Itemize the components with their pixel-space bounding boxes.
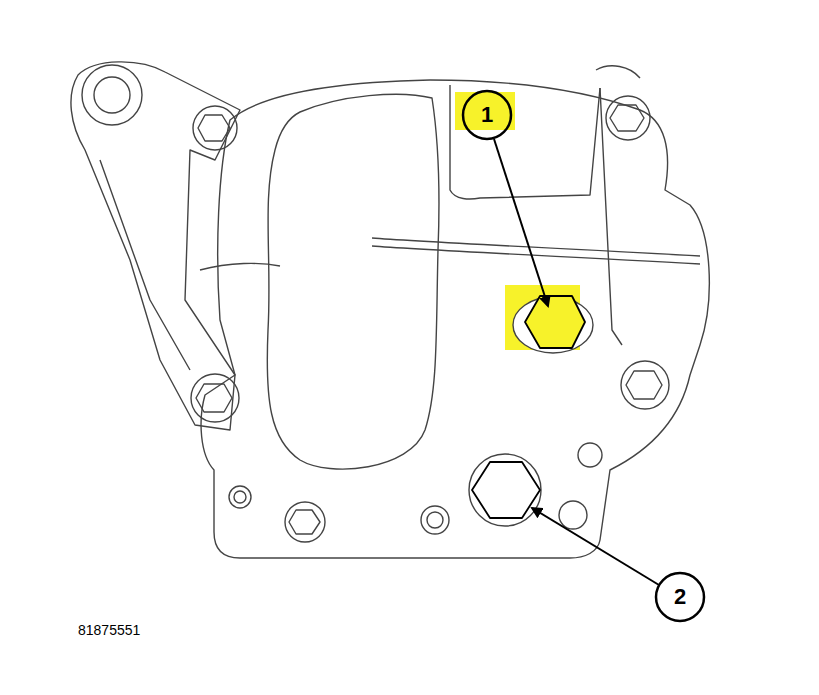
drain-plug: [472, 462, 540, 518]
bolt: [606, 96, 650, 140]
hole: [427, 512, 443, 528]
hole: [234, 491, 246, 503]
bolt: [621, 361, 669, 409]
fill-neck: [450, 85, 600, 199]
housing-edge: [600, 88, 622, 345]
bolt: [285, 502, 325, 542]
leader-line: [532, 508, 659, 585]
bolt: [193, 106, 237, 150]
boss: [94, 77, 130, 113]
rib: [200, 263, 280, 270]
bracket: [71, 62, 240, 430]
bolt: [191, 374, 239, 422]
drain-boss: [469, 454, 541, 526]
callout-number: 1: [481, 104, 493, 126]
callout-circle: [463, 91, 511, 139]
recess: [267, 94, 439, 469]
callout-number: 2: [674, 586, 686, 608]
callout-circle: [656, 573, 704, 621]
boss: [82, 65, 142, 125]
bolt-head: [626, 371, 662, 399]
bolt: [559, 501, 587, 529]
hole: [578, 443, 602, 467]
hole: [229, 486, 251, 508]
leader-line: [494, 139, 548, 306]
rib: [372, 238, 700, 256]
hole: [421, 506, 449, 534]
bolt-head: [610, 105, 644, 131]
fill-boss: [513, 297, 593, 353]
bracket-edge: [100, 160, 190, 370]
figure-number: 81875551: [78, 623, 140, 637]
fill-plug: [525, 296, 585, 348]
bolt-head: [198, 115, 230, 141]
bolt-head: [289, 510, 320, 534]
bolt-head: [196, 384, 232, 412]
rib: [372, 246, 700, 264]
housing-edge: [596, 66, 640, 78]
housing: [201, 80, 709, 558]
